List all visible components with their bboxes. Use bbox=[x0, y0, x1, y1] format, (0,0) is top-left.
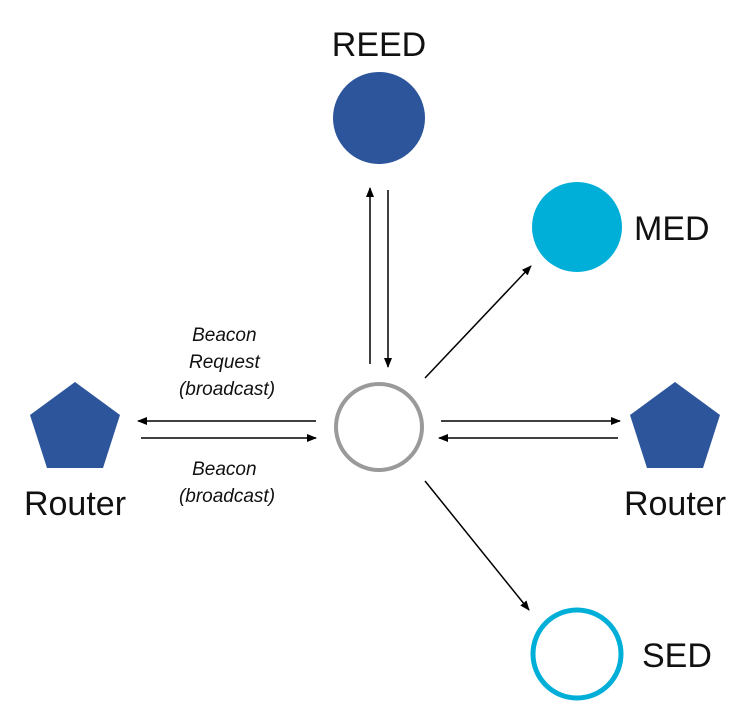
sed-node bbox=[530, 607, 624, 701]
reed-label: REED bbox=[332, 26, 426, 64]
beacon-request-label: Beacon Request (broadcast) bbox=[179, 325, 275, 400]
beacon-request-line-3: (broadcast) bbox=[179, 379, 275, 400]
router-right-label: Router bbox=[624, 485, 726, 523]
med-node bbox=[532, 182, 622, 272]
arrow-center-to-sed bbox=[424, 480, 530, 611]
beacon-label: Beacon (broadcast) bbox=[179, 459, 275, 507]
reed-node bbox=[333, 72, 425, 164]
arrow-center-to-med bbox=[424, 265, 532, 379]
beacon-request-line-2: Request bbox=[189, 352, 260, 373]
center-node bbox=[334, 382, 424, 472]
beacon-line-2: (broadcast) bbox=[179, 486, 275, 507]
beacon-request-line-1: Beacon bbox=[192, 325, 256, 346]
router-left-node bbox=[30, 382, 120, 468]
router-right-node bbox=[630, 382, 720, 468]
med-label: MED bbox=[634, 210, 710, 248]
beacon-line-1: Beacon bbox=[192, 459, 256, 480]
sed-label: SED bbox=[642, 637, 712, 675]
router-left-label: Router bbox=[24, 485, 126, 523]
